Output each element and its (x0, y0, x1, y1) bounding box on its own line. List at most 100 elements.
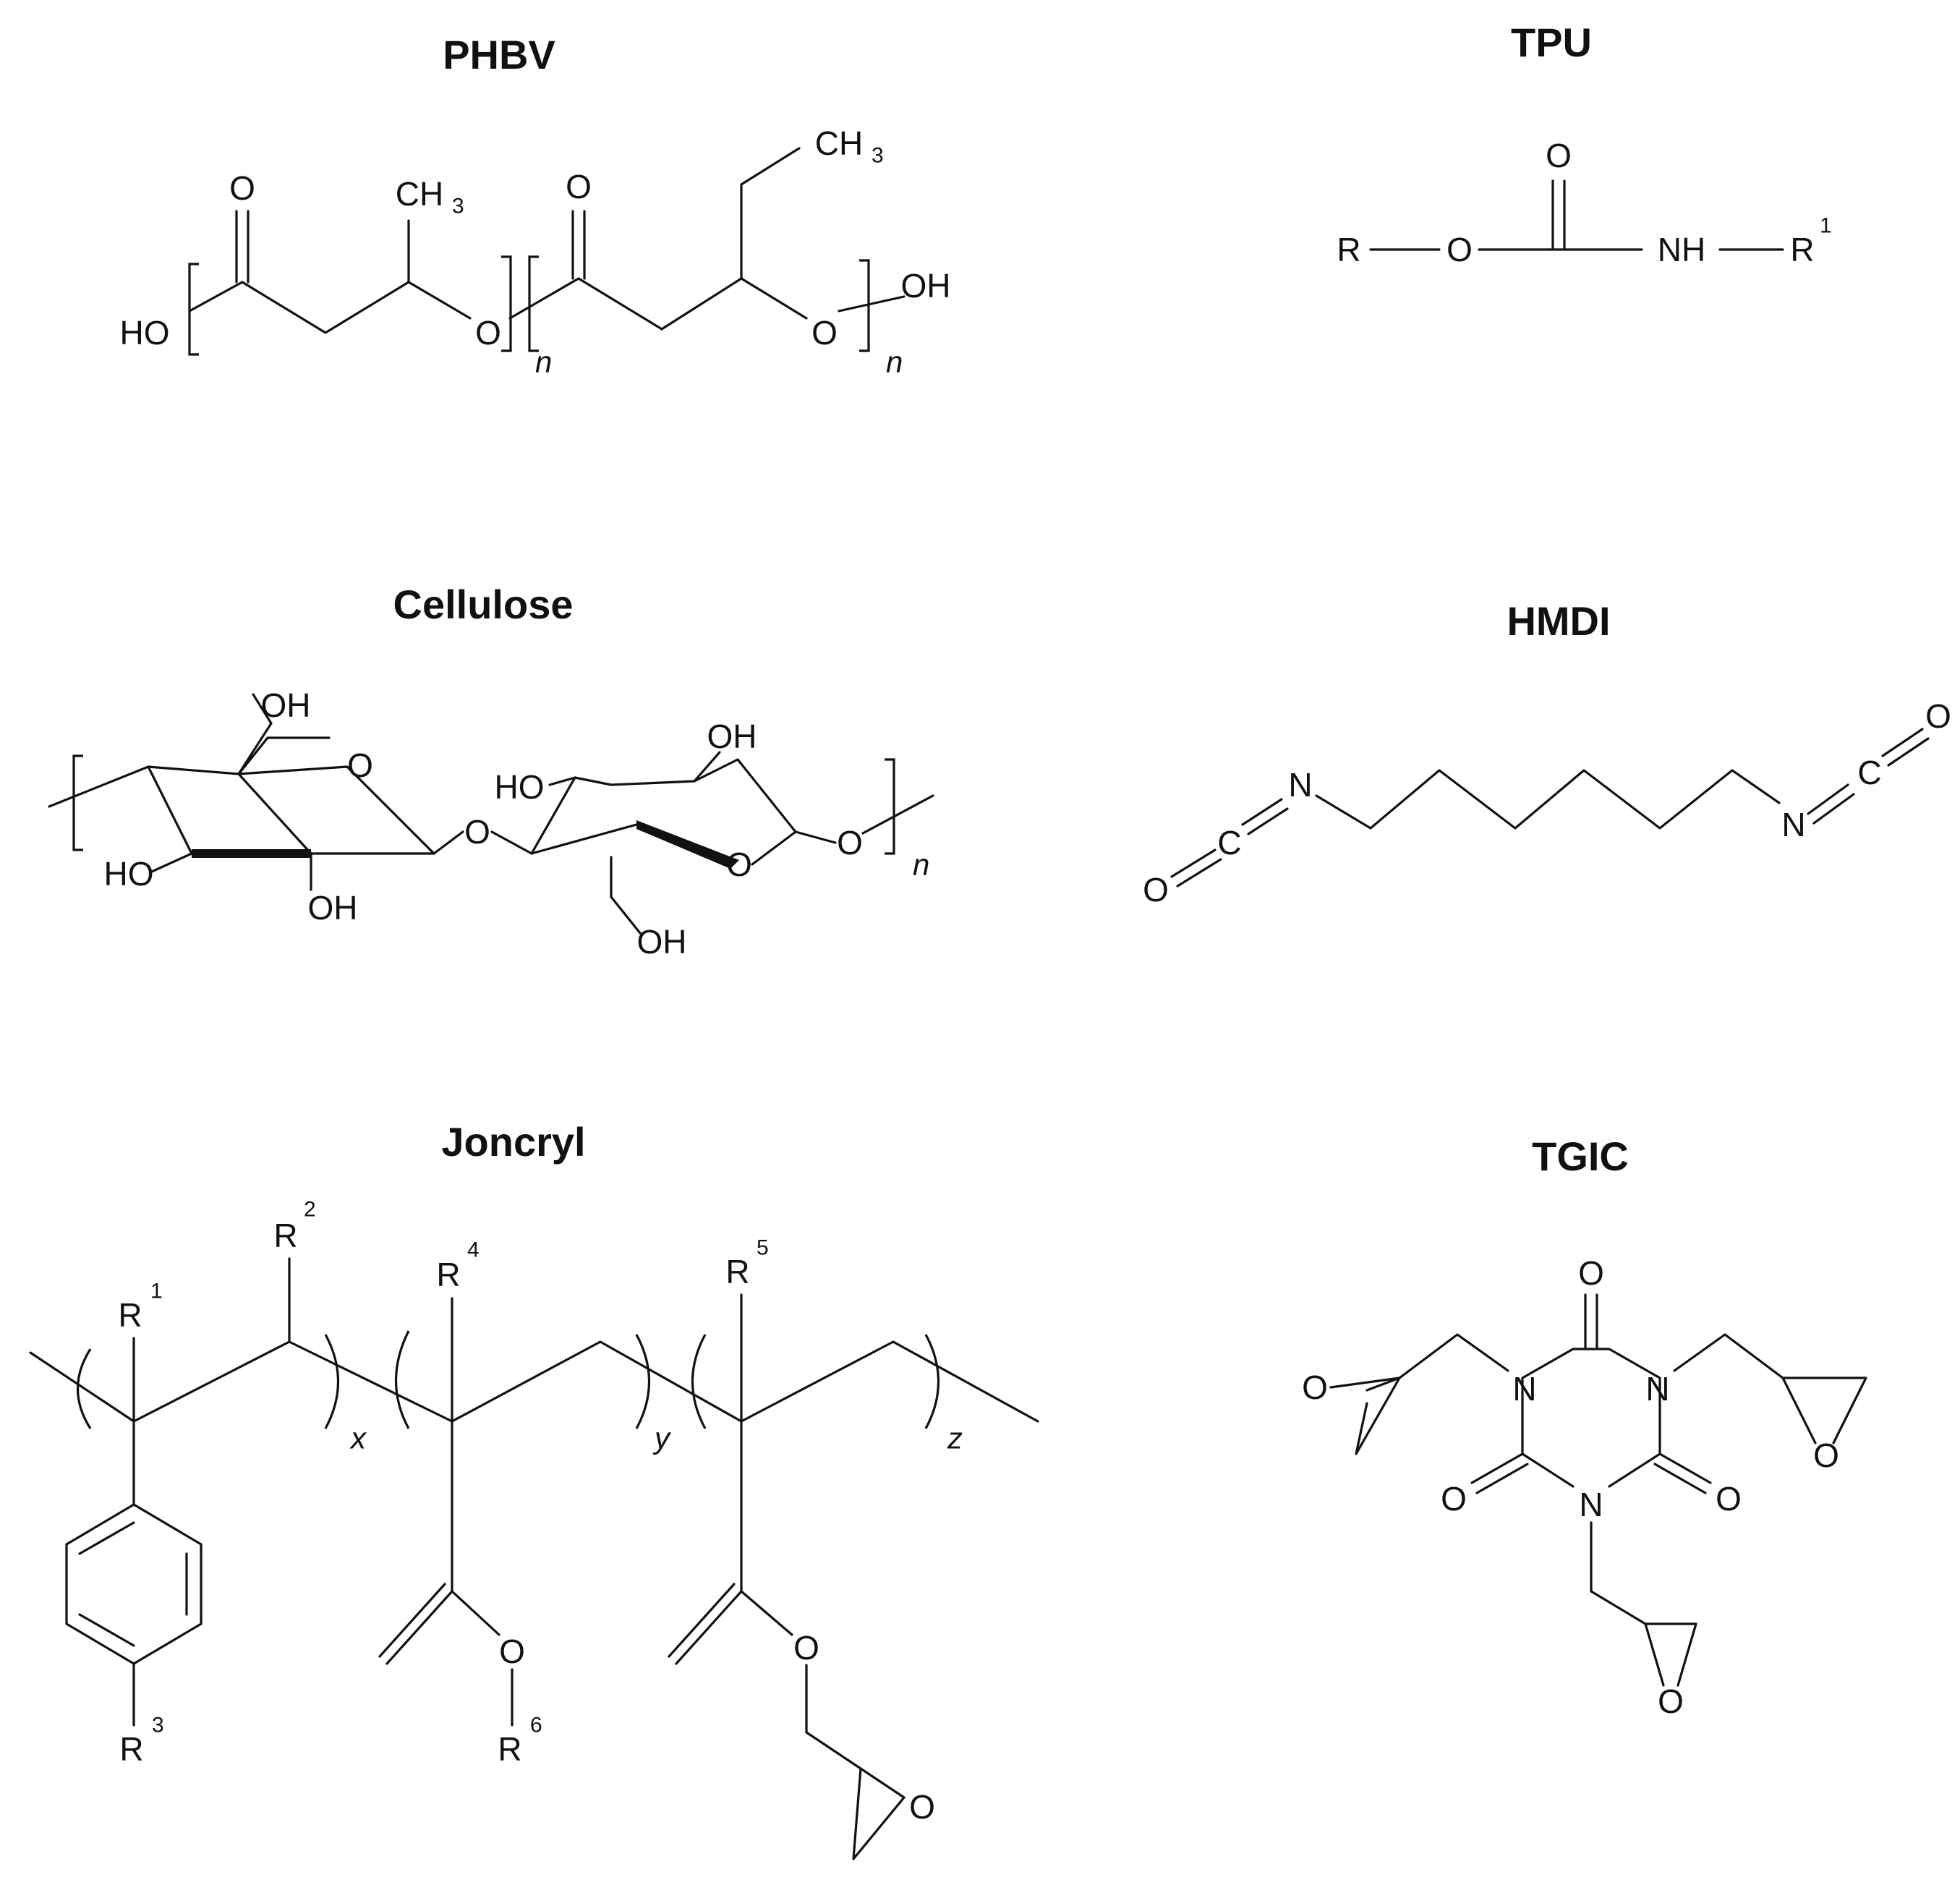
joncryl-r2: R (273, 1217, 297, 1254)
joncryl-phenyl-double-bonds (78, 1521, 188, 1647)
hmdi-nc-double-right (1807, 783, 1855, 825)
phbv-bracket-1-open (188, 263, 199, 356)
joncryl-glycidyl-chain (805, 1664, 906, 1860)
tgic-epoxide-o-left: O (1302, 1369, 1328, 1406)
joncryl-r4: R (436, 1256, 460, 1293)
tgic-n-bottom: N (1579, 1486, 1603, 1523)
cellulose-ch2oh-1 (237, 693, 273, 775)
joncryl-r2-sup: 2 (304, 1198, 316, 1222)
joncryl-paren-z-open (691, 1334, 707, 1429)
tgic-title: TGIC (1532, 1133, 1629, 1179)
cellulose-index-n: n (913, 848, 929, 882)
cellulose-bracket-close (885, 758, 895, 855)
tgic-glycidyl-right (1673, 1333, 1867, 1444)
phbv-ester-o-2: O (811, 314, 838, 352)
cellulose-c-oh-5 (693, 751, 721, 783)
cellulose-oh-5: OH (707, 718, 757, 755)
joncryl-r1-sup: 1 (150, 1280, 163, 1303)
cellulose-title: Cellulose (393, 582, 574, 627)
hmdi-n-right: N (1781, 806, 1805, 843)
cellulose-terminal-o: O (837, 824, 863, 861)
joncryl-backbone (29, 1340, 1039, 1423)
joncryl-ester-2-chain (740, 1420, 793, 1636)
cellulose-ring-1-bonds (147, 736, 435, 855)
phbv-bracket-2-open (528, 255, 539, 352)
cellulose-chain-bond-left (48, 765, 150, 808)
joncryl-paren-x-close (324, 1334, 340, 1429)
tpu-nh: NH (1658, 231, 1705, 268)
tpu-r1-sup: 1 (1820, 214, 1832, 238)
joncryl-index-x: x (349, 1421, 367, 1455)
tpu-structure: TPU R O O NH R 1 (1337, 20, 1831, 268)
hmdi-n-left: N (1288, 766, 1312, 804)
phbv-title: PHBV (443, 32, 555, 77)
cellulose-c-oh-2 (150, 852, 193, 873)
joncryl-ester-2-o: O (793, 1629, 819, 1667)
tpu-carbonyl (1551, 179, 1566, 251)
hmdi-cn-double-left (1241, 798, 1289, 835)
joncryl-r4-sup: 4 (467, 1238, 480, 1262)
tpu-r1-group: R (1790, 231, 1814, 268)
tgic-epoxide-left-bond (1329, 1376, 1401, 1389)
tgic-o-right: O (1716, 1480, 1742, 1518)
tgic-carbonyl-top (1584, 1293, 1598, 1350)
cellulose-ring-1-c-bond (237, 773, 312, 855)
phbv-index-n1: n (535, 345, 552, 379)
tgic-o-top: O (1578, 1254, 1604, 1292)
phbv-carbonyl-1-o: O (229, 169, 255, 207)
tgic-carbonyl-right (1653, 1452, 1712, 1494)
tgic-epoxide-o-right: O (1813, 1437, 1839, 1474)
joncryl-paren-z-close (924, 1334, 940, 1429)
joncryl-r6-sup: 6 (530, 1714, 542, 1737)
joncryl-ester-2-double (668, 1583, 743, 1665)
phbv-terminal-bond (838, 295, 906, 312)
joncryl-phenyl-ring (65, 1420, 203, 1665)
phbv-hydroxyl-right: OH (901, 267, 951, 305)
tgic-n-right: N (1645, 1370, 1669, 1408)
joncryl-ester-1-chain (451, 1420, 500, 1636)
tgic-epoxide-o-bottom: O (1658, 1682, 1684, 1720)
cellulose-ho-2: HO (104, 855, 154, 893)
hmdi-hexamethylene-chain (1315, 769, 1781, 830)
phbv-methyl-ch: CH (396, 175, 443, 213)
joncryl-epoxide-o: O (909, 1788, 935, 1826)
cellulose-glycosidic-bond-2 (490, 830, 533, 855)
cellulose-oh-3: OH (308, 889, 358, 927)
cellulose-ring-2-o-bond (751, 830, 797, 866)
phbv-ester-o-1: O (475, 314, 501, 352)
phbv-methyl-sub: 3 (452, 195, 464, 218)
phbv-ethyl-sub: 3 (872, 144, 884, 168)
hmdi-oc-double-left (1170, 848, 1222, 888)
joncryl-r5-sup: 5 (757, 1236, 769, 1260)
joncryl-index-z: z (947, 1421, 963, 1455)
joncryl-ester-1-double (378, 1583, 453, 1665)
cellulose-oh-6: OH (637, 923, 687, 961)
phbv-carbonyl-2-o: O (566, 168, 592, 205)
joncryl-r3: R (119, 1730, 143, 1768)
cellulose-ch2oh-6 (610, 856, 642, 935)
cellulose-structure: Cellulose O OH HO OH O O HO OH OH O n (48, 582, 934, 961)
tgic-glycidyl-bottom (1590, 1521, 1697, 1687)
joncryl-paren-x-open (76, 1348, 92, 1429)
phbv-ethyl-ch: CH (815, 124, 863, 162)
joncryl-title: Joncryl (441, 1119, 585, 1165)
cellulose-oh-1: OH (261, 686, 311, 724)
cellulose-ring-1-o: O (347, 746, 373, 784)
phbv-bracket-1-close (501, 255, 512, 352)
cellulose-glycosidic-o: O (464, 813, 490, 851)
tpu-ester-o: O (1446, 231, 1473, 268)
joncryl-ester-1-o: O (499, 1633, 525, 1670)
cellulose-ring-1-wedge (192, 849, 311, 858)
joncryl-r5: R (725, 1253, 749, 1290)
tgic-o-left: O (1441, 1480, 1467, 1518)
cellulose-ring-2-bonds (530, 758, 797, 866)
joncryl-r3-sup: 3 (152, 1714, 164, 1737)
tgic-carbonyl-left (1470, 1452, 1529, 1494)
cellulose-chain-bond-right (794, 830, 837, 844)
cellulose-ring-2-wedge (636, 820, 739, 869)
tpu-title: TPU (1511, 20, 1592, 65)
joncryl-index-y: y (652, 1421, 672, 1455)
hmdi-c-left: C (1217, 824, 1241, 861)
cellulose-bracket-open (72, 754, 83, 851)
